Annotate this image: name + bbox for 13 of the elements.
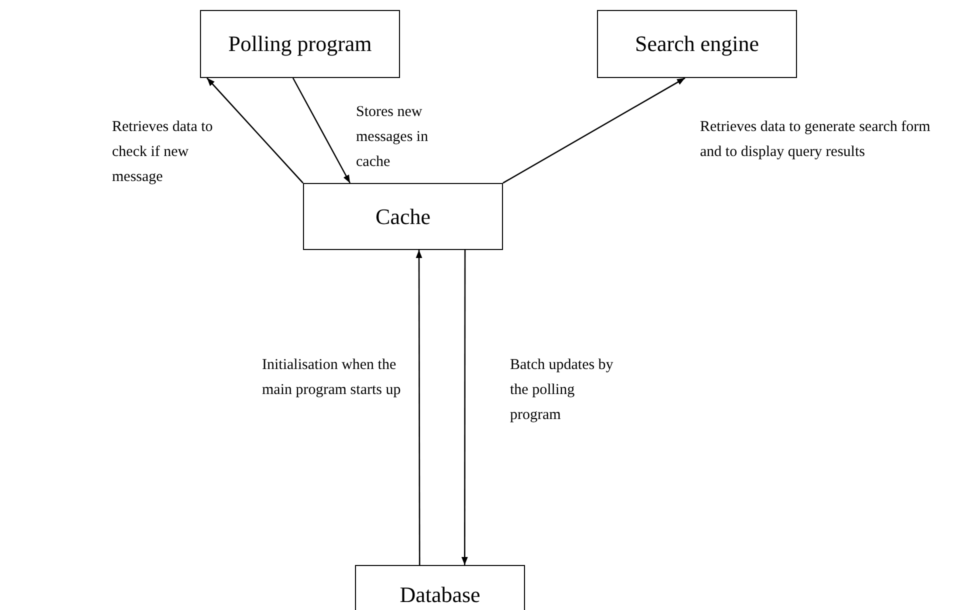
process-box [200, 10, 400, 78]
arrow [292, 78, 351, 184]
box-label: Polling program [228, 31, 372, 57]
box-label: Cache [376, 204, 430, 230]
arrow [206, 78, 304, 184]
arrow [461, 250, 468, 565]
arrow [416, 250, 422, 565]
process-box [355, 565, 525, 610]
box-label: Search engine [635, 31, 759, 57]
process-box [597, 10, 797, 78]
process-box [303, 183, 503, 250]
box-label: Database [400, 582, 480, 608]
arrow [502, 77, 686, 184]
